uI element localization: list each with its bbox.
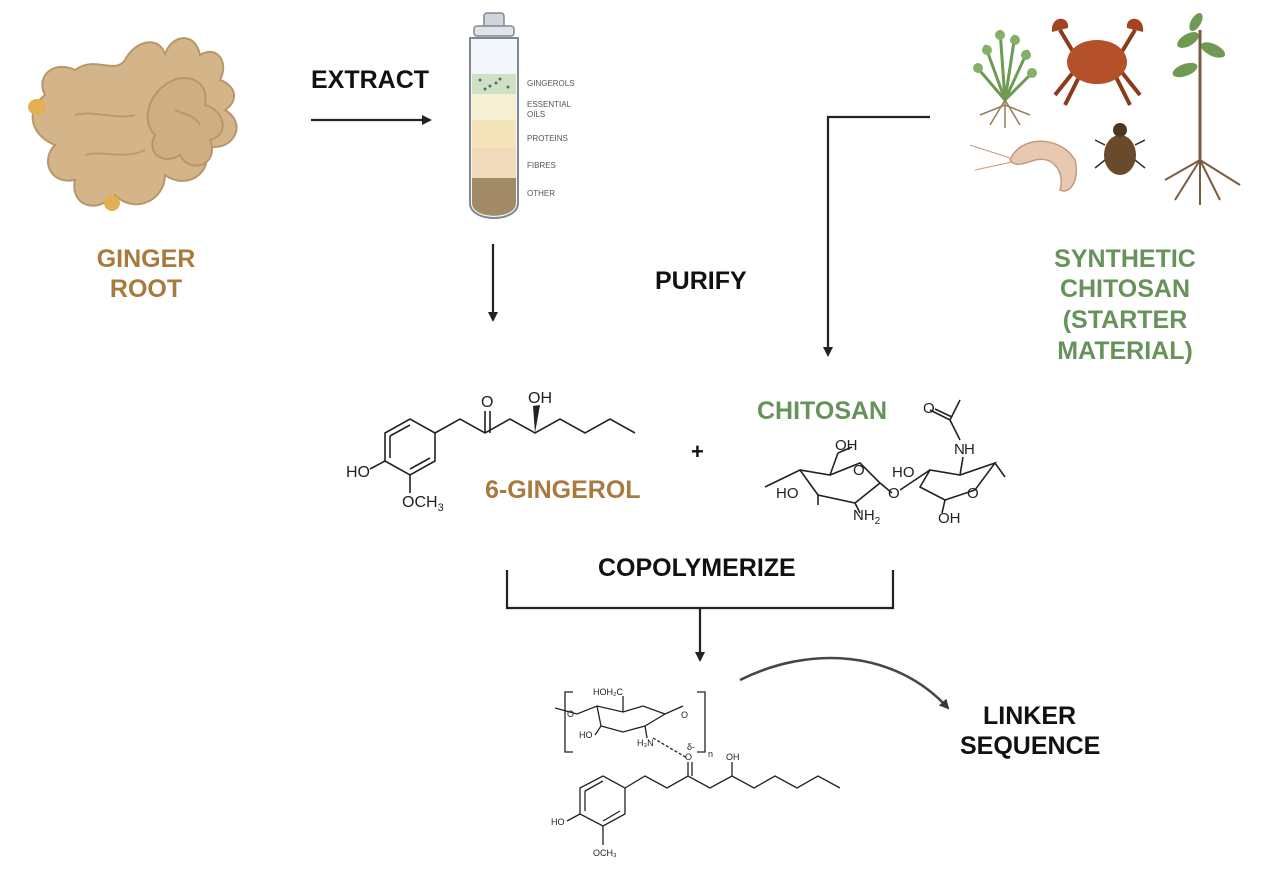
shrimp-icon [969,140,1077,192]
gingerol-structure: O OH HO OCH3 [346,390,636,514]
linker-label-2: SEQUENCE [960,732,1101,760]
chitosan-ho-right: HO [892,464,915,481]
synthetic-label-3: (STARTER [1062,306,1188,334]
chitosan-ring-o1: O [853,462,865,479]
sapling-icon [1164,12,1241,205]
product-o-right: O [681,710,688,720]
chitosan-nh: NH [853,507,875,524]
chitosan-ho-left: HO [776,485,799,502]
synthetic-label-4: MATERIAL) [1057,337,1193,365]
chitosan-oh-top: OH [835,437,858,454]
product-h3n: H₃N [637,738,654,748]
chitosan-n: N [954,441,965,458]
tube-label-proteins: PROTEINS [527,134,568,143]
chitosan-nh2: NH2 [853,507,881,527]
product-n: n [708,749,713,759]
gingerol-name: 6-GINGEROL [485,476,641,504]
gingerol-ketone-o: O [481,394,493,411]
product-o-left: O [567,709,574,719]
product-oh: OH [726,752,740,762]
synthetic-label-1: SYNTHETIC [1054,245,1196,273]
synthetic-label-2: CHITOSAN [1059,275,1191,303]
gingerol-och3: OCH3 [402,494,444,514]
chitosan-h: H [964,441,975,458]
purify-label: PURIFY [655,267,747,295]
copolymer-structure: HOH₂C O O HO H₃N δ- n O OH HO OCH₃ [551,687,841,858]
chitosan-sub2: 2 [875,516,881,527]
product-hoh2c: HOH₂C [593,687,623,697]
ginger-root-label-1: GINGER [96,245,196,273]
product-delta: δ- [687,742,695,752]
tube-label-essential: ESSENTIAL [527,100,572,109]
tube-label-gingerols: GINGEROLS [527,79,575,88]
ginger-root-icon [28,37,238,211]
linker-curve-arrow [739,656,950,710]
gingerol-ho: HO [346,464,370,481]
chitosan-ring-o2: O [967,485,979,502]
chitosan-acetyl-o: O [923,400,935,417]
linker-label-1: LINKER [983,702,1077,730]
ginger-root-label-2: ROOT [109,275,183,303]
tube-label-other: OTHER [527,189,555,198]
gingerol-sub3: 3 [438,502,444,514]
gingerol-oh: OH [528,390,552,407]
copolymerize-label: COPOLYMERIZE [598,554,796,582]
beetle-icon [1094,123,1146,175]
plus-sign: + [691,439,704,464]
chitosan-glycosidic-o: O [888,485,900,502]
tube-label-fibres: FIBRES [527,161,556,170]
purify-arrow-right [823,115,930,357]
chitosan-oh-bottom: OH [938,510,961,527]
chitosan-structure: OH O HO NH2 O HO O OH N H O [764,399,1006,527]
tube-label-oils: OILS [527,110,545,119]
product-och3: OCH₃ [593,848,617,858]
product-ketone-o: O [685,752,692,762]
extraction-tube-icon: GINGEROLS ESSENTIAL OILS PROTEINS FIBRES… [469,12,575,219]
organisms-icon [969,12,1241,205]
crab-icon [1051,18,1144,106]
gingerol-och: OCH [402,494,438,511]
extract-label: EXTRACT [311,66,430,94]
product-ho: HO [579,730,593,740]
plant-icon [973,29,1037,128]
chitosan-name: CHITOSAN [757,397,888,425]
product-ho-ring: HO [551,817,565,827]
